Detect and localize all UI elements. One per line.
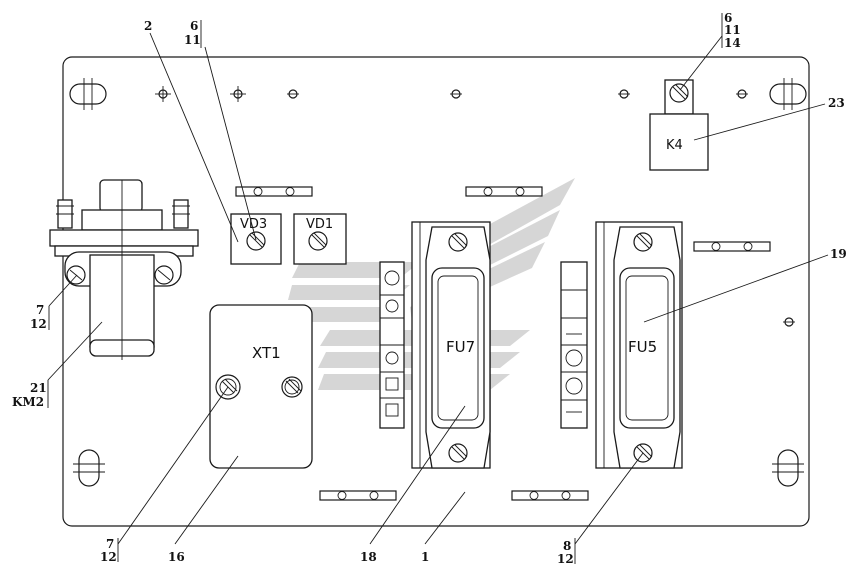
vd1-label: VD1 (306, 217, 333, 232)
relay-k4 (649, 79, 709, 171)
callout-8: 8 (563, 539, 571, 553)
callout-12-bottom: 12 (100, 550, 117, 564)
k4-label: K4 (666, 138, 683, 153)
callout-16: 16 (168, 550, 185, 564)
callout-12-bottom-right: 12 (557, 552, 574, 566)
indicator-column-left (379, 261, 405, 429)
diode-vd1 (293, 213, 347, 265)
mount-slot-bottom-left (73, 449, 105, 487)
callout-19: 19 (830, 247, 847, 261)
indicator-column-right (560, 261, 588, 429)
callout-6-top-right: 6 (724, 11, 732, 25)
mount-slot-top-left (69, 78, 107, 110)
base-plate (62, 56, 810, 527)
callout-21: 21 (30, 381, 47, 395)
callout-12-left: 12 (30, 317, 47, 331)
callout-1: 1 (421, 550, 429, 564)
leader-lines (47, 13, 829, 564)
xt1-label: XT1 (252, 344, 281, 362)
wire-clip-bottom-mid (511, 490, 589, 501)
callout-14-top-right: 14 (724, 36, 741, 50)
contactor-km2 (49, 179, 199, 360)
fu7-label: FU7 (446, 338, 475, 356)
wire-clip-bottom-left (319, 490, 397, 501)
terminal-block-xt1 (209, 304, 313, 469)
callout-7-left: 7 (36, 303, 44, 317)
vd3-label: VD3 (240, 217, 267, 232)
mount-slot-top-right (769, 78, 807, 110)
callout-18: 18 (360, 550, 377, 564)
mount-slot-bottom-right (772, 449, 804, 487)
callout-11-top-left: 11 (184, 33, 201, 47)
wire-clip-right (693, 241, 771, 252)
callout-11-top-right: 11 (724, 23, 741, 37)
callout-km2: KM2 (12, 395, 44, 409)
callout-6-top-left: 6 (190, 19, 198, 33)
fu5-label: FU5 (628, 338, 657, 356)
callout-2: 2 (144, 19, 152, 33)
fuse-fu5 (595, 221, 683, 469)
callout-7-bottom: 7 (106, 537, 114, 551)
wire-clip-top-left (235, 186, 313, 197)
wire-clip-top-mid (465, 186, 543, 197)
callout-23: 23 (828, 96, 845, 110)
top-screws (155, 86, 795, 327)
